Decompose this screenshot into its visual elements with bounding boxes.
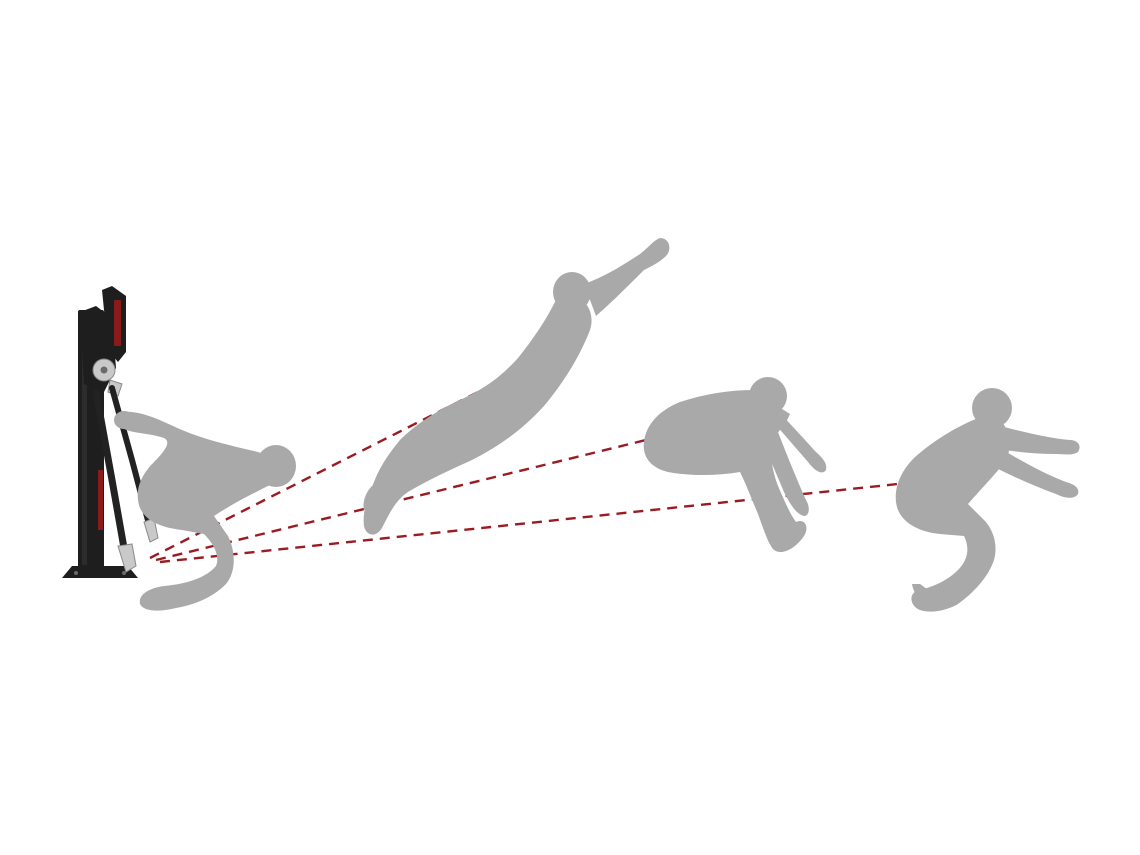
figure-squat-landing <box>895 388 1080 612</box>
figure-crouch-start <box>114 411 296 611</box>
training-machine <box>62 286 159 578</box>
tether-line-dive <box>149 390 479 560</box>
figure-tuck-airborne <box>643 377 827 553</box>
machine-handle-left <box>117 543 137 573</box>
machine-strap-left <box>92 388 128 552</box>
figure-dive-extended <box>363 238 670 535</box>
